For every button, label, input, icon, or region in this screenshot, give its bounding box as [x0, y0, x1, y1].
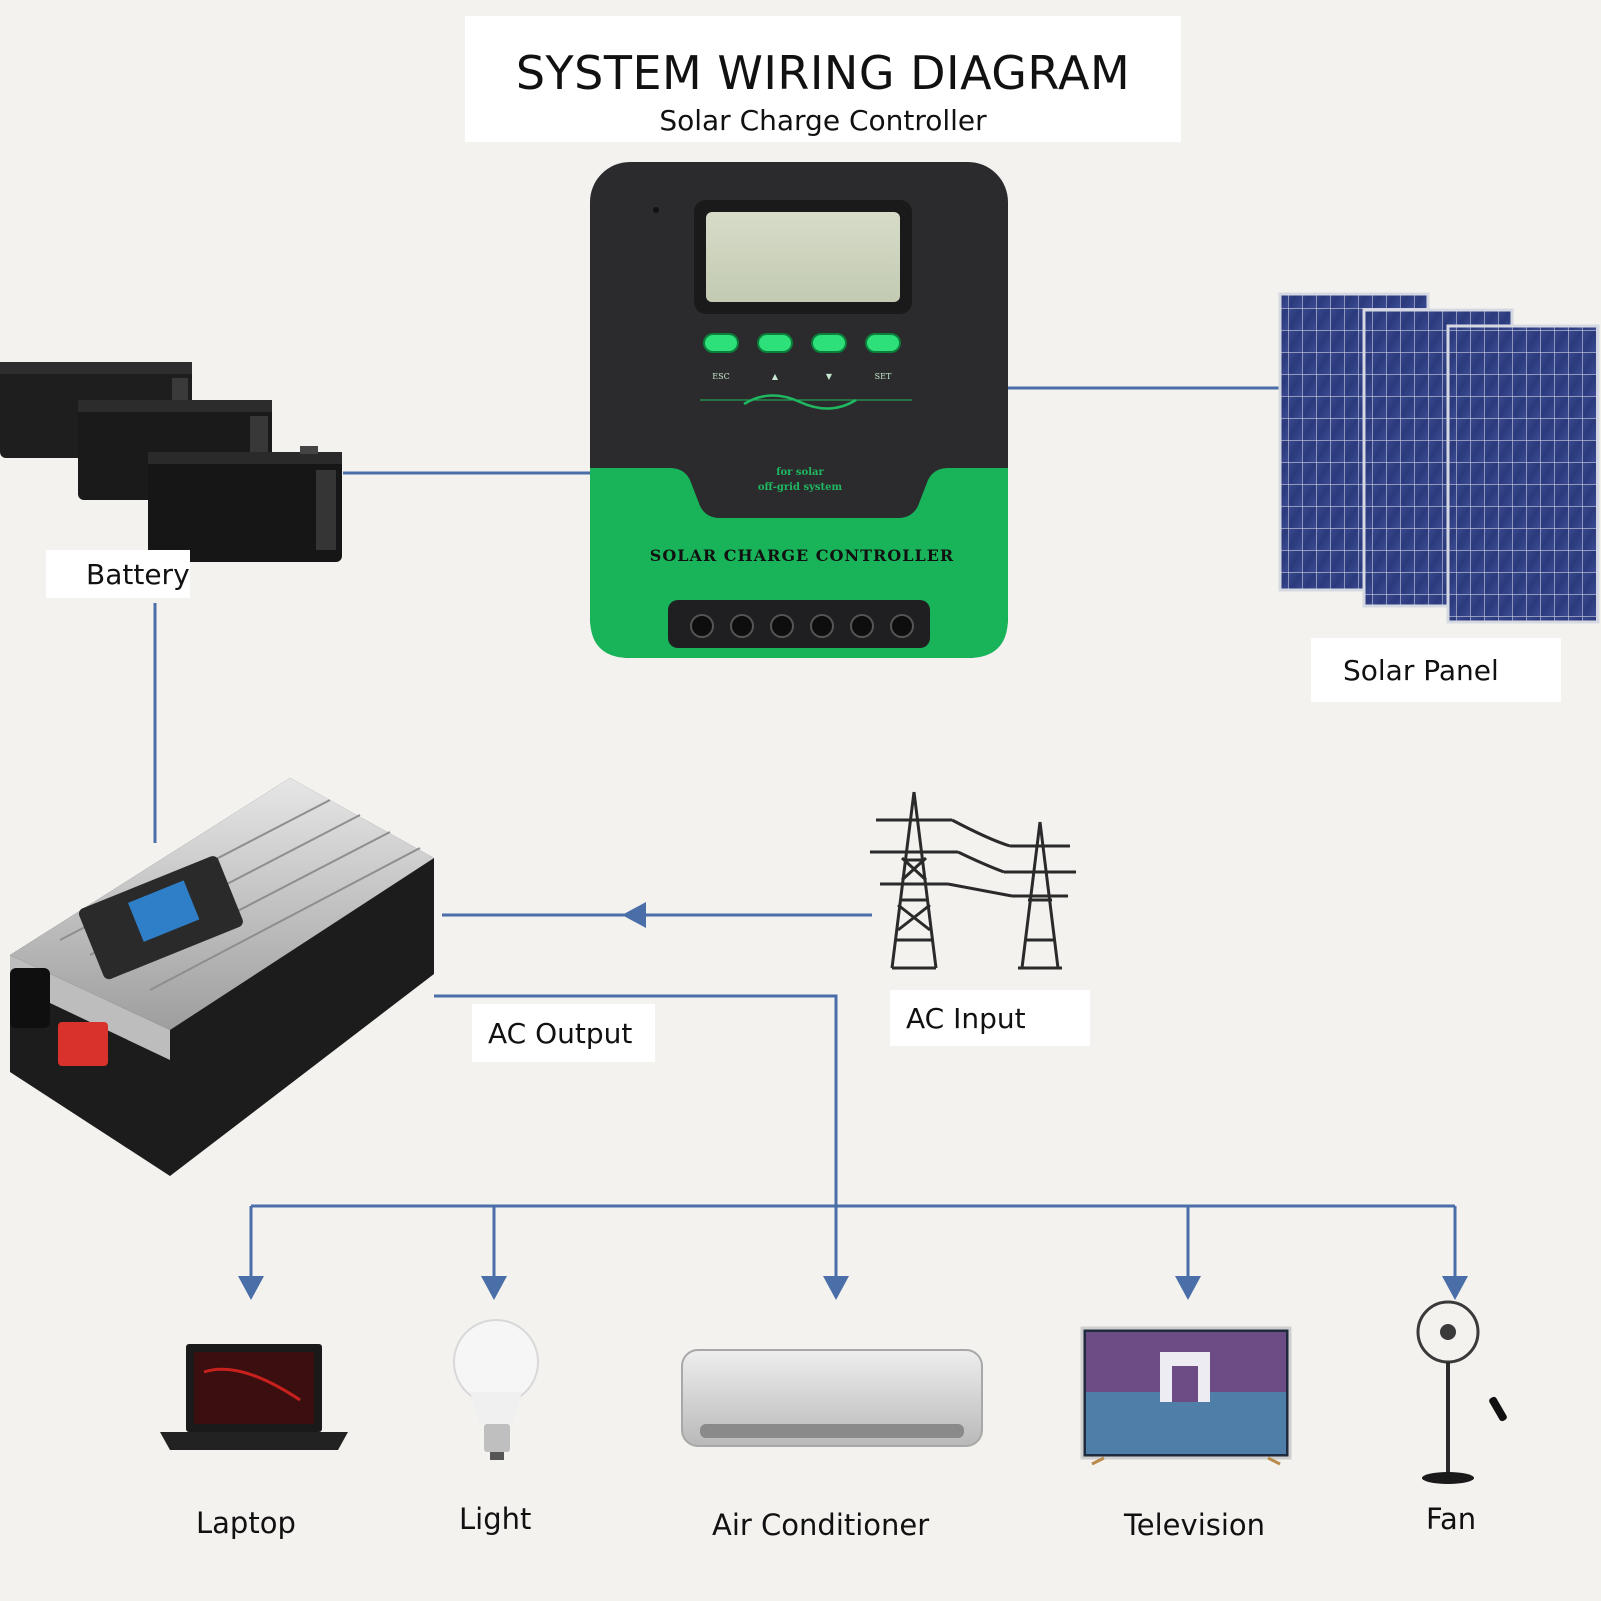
ac-output-label: AC Output	[488, 1016, 633, 1050]
television-icon	[1080, 1326, 1292, 1466]
wire-ac-output	[434, 994, 838, 1276]
wires	[153, 386, 1457, 1276]
diagram-subtitle: Solar Charge Controller	[659, 104, 987, 137]
television-label: Television	[1124, 1508, 1266, 1542]
arrow-light	[481, 1276, 507, 1300]
battery-icon	[0, 362, 342, 562]
title-block: SYSTEM WIRING DIAGRAM Solar Charge Contr…	[465, 16, 1181, 142]
power-tower-icon	[870, 791, 1076, 970]
diagram-title: SYSTEM WIRING DIAGRAM	[515, 46, 1131, 100]
controller-brand-text: SOLAR CHARGE CONTROLLER	[650, 546, 954, 565]
arrow-air-conditioner	[823, 1276, 849, 1300]
controller-tagline-1: for solar	[776, 467, 824, 478]
fan-icon	[1416, 1300, 1507, 1484]
light-label: Light	[459, 1502, 532, 1536]
charge-controller	[590, 162, 1008, 658]
arrow-television	[1175, 1276, 1201, 1300]
ac-output-label-box: AC Output	[472, 1004, 655, 1062]
controller-tagline-2: off-grid system	[758, 482, 843, 493]
laptop-icon	[160, 1344, 348, 1450]
solar-panel-label: Solar Panel	[1343, 653, 1499, 687]
button-label-esc: ESC	[712, 372, 729, 381]
battery-label-box: Battery	[46, 550, 190, 598]
ac-input-label-box: AC Input	[890, 990, 1090, 1046]
button-label-set: SET	[875, 372, 892, 381]
fan-label: Fan	[1426, 1502, 1477, 1536]
solar-panel-icon	[1278, 292, 1600, 624]
air-conditioner-icon	[681, 1349, 983, 1447]
button-label-up: ▲	[772, 372, 779, 381]
inverter-icon	[10, 778, 434, 1176]
button-label-down: ▼	[826, 372, 833, 381]
arrowheads	[238, 902, 1468, 1300]
controller-button-labels: ESC ▲ ▼ SET	[712, 372, 892, 381]
arrow-laptop	[238, 1276, 264, 1300]
battery-label: Battery	[86, 557, 190, 591]
air-conditioner-label: Air Conditioner	[712, 1508, 930, 1542]
laptop-label: Laptop	[196, 1506, 296, 1540]
arrow-into-inverter	[622, 902, 646, 928]
light-bulb-icon	[453, 1319, 539, 1460]
ac-input-label: AC Input	[906, 1001, 1026, 1035]
arrow-fan	[1442, 1276, 1468, 1300]
solar-panel-label-box: Solar Panel	[1311, 638, 1561, 702]
